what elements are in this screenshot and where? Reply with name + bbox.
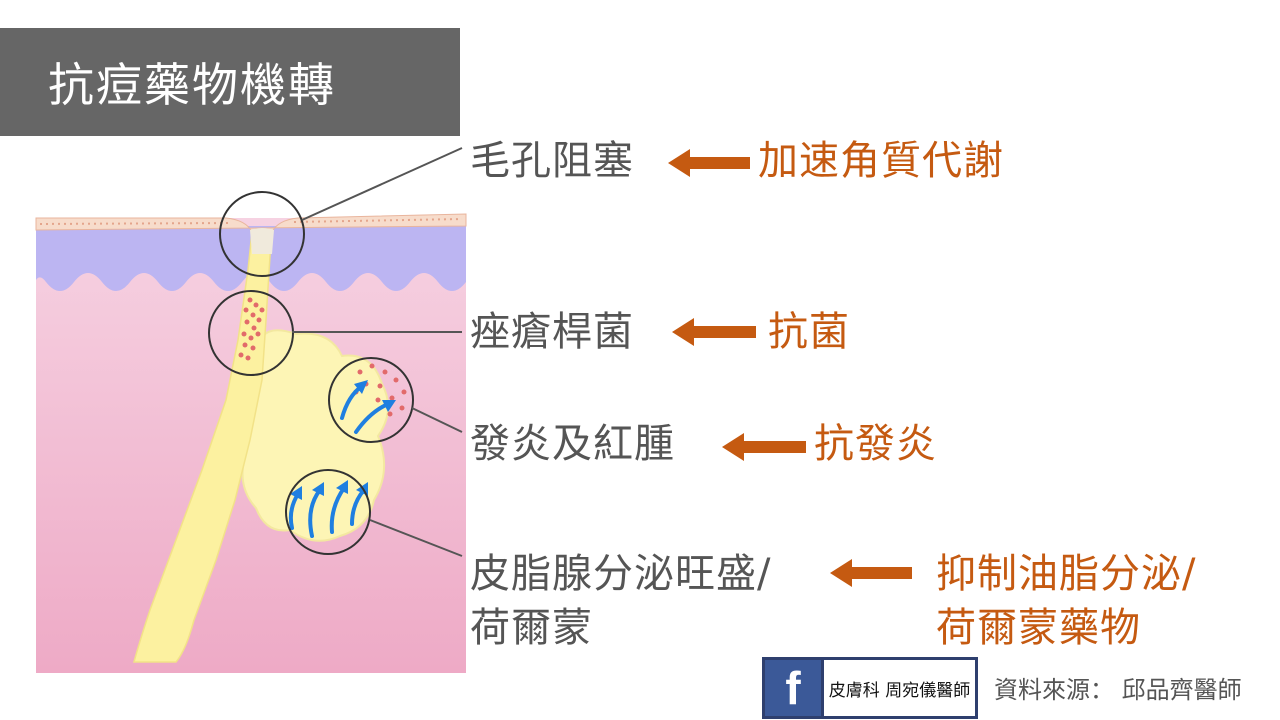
inflammation-arrowheads [354, 380, 396, 412]
arrow-left-icon [672, 318, 756, 346]
source-credit: 資料來源： 邱品齊醫師 [994, 676, 1242, 704]
page-title: 抗痘藥物機轉 [0, 28, 460, 136]
facebook-page-badge[interactable]: f 皮膚科 周宛儀醫師 [762, 657, 978, 719]
treatment-sebum-line1: 抑制油脂分泌/ [936, 551, 1197, 597]
arrow-left-icon [668, 149, 750, 177]
stratum-corneum-dots [39, 218, 463, 225]
problem-acne-bacteria: 痤瘡桿菌 [470, 309, 634, 355]
treatment-sebum-line2: 荷爾蒙藥物 [936, 605, 1141, 651]
problem-sebum-line2: 荷爾蒙 [470, 605, 593, 651]
pore-plug [250, 228, 274, 254]
problem-inflammation: 發炎及紅腫 [470, 421, 675, 467]
zoom-circle-inflammation [328, 357, 414, 443]
treatment-anti-inflammatory: 抗發炎 [814, 421, 937, 467]
facebook-page-name: 皮膚科 周宛儀醫師 [828, 680, 971, 701]
facebook-icon: f [765, 660, 824, 716]
arrow-left-icon [722, 433, 806, 461]
arrow-left-icon [830, 559, 912, 587]
treatment-antibacterial: 抗菌 [768, 309, 850, 355]
zoom-circle-pore [219, 191, 305, 277]
treatment-keratin-turnover: 加速角質代謝 [758, 138, 1004, 184]
problem-pore-clogging: 毛孔阻塞 [470, 138, 634, 184]
zoom-circle-sebum [285, 469, 371, 555]
acne-bacteria-dots [238, 297, 265, 361]
leader-lines [292, 147, 463, 557]
page-title-text: 抗痘藥物機轉 [48, 58, 336, 112]
problem-sebum-line1: 皮脂腺分泌旺盛/ [470, 551, 772, 597]
inflammation-dots [353, 363, 407, 417]
